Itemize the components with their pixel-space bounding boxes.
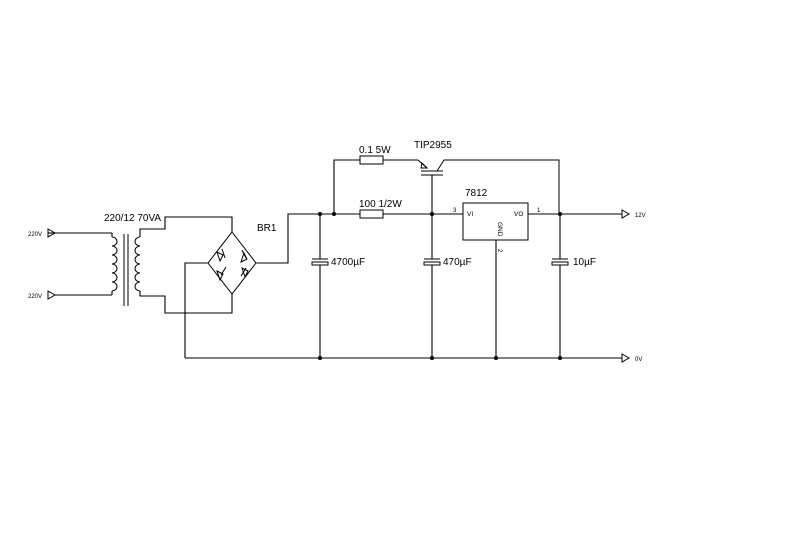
input-top-label: 220V xyxy=(28,232,42,238)
input-bottom-label: 220V xyxy=(28,294,42,300)
regulator-gnd-label: GND xyxy=(496,222,503,237)
output-gnd-label: 0V xyxy=(635,357,642,363)
output-terminal-gnd xyxy=(621,353,631,363)
bridge-rectifier xyxy=(184,213,320,358)
output-pos-label: 12V xyxy=(635,213,646,219)
junction-dots xyxy=(318,212,562,360)
resistor-bias xyxy=(359,209,384,219)
capacitor-4700-label: 4700µF xyxy=(331,257,365,268)
transistor-label: TIP2955 xyxy=(414,140,452,151)
capacitor-470 xyxy=(423,214,441,358)
input-terminal-bottom xyxy=(47,290,113,300)
regulator-7812 xyxy=(462,202,560,358)
regulator-vi-label: VI xyxy=(467,211,473,218)
regulator-vo-label: VO xyxy=(514,211,523,218)
regulator-label: 7812 xyxy=(465,188,488,199)
transformer-label: 220/12 70VA xyxy=(104,213,161,224)
output-terminal-pos xyxy=(621,209,631,219)
resistor-bias-label: 100 1/2W xyxy=(359,199,402,210)
transistor-tip2955 xyxy=(417,159,560,214)
capacitor-4700 xyxy=(311,214,329,358)
regulator-pin-out: 1 xyxy=(537,208,541,214)
bridge-label: BR1 xyxy=(257,223,277,234)
capacitor-470-label: 470µF xyxy=(443,257,472,268)
regulator-pin-gnd: 2 xyxy=(496,249,502,253)
resistor-power-label: 0.1 5W xyxy=(359,145,391,156)
capacitor-10-label: 10µF xyxy=(573,257,596,268)
transformer xyxy=(111,234,141,306)
capacitor-10 xyxy=(551,214,569,358)
input-terminal-top xyxy=(47,228,113,238)
regulator-pin-in: 3 xyxy=(453,208,457,214)
resistor-power xyxy=(359,155,384,165)
